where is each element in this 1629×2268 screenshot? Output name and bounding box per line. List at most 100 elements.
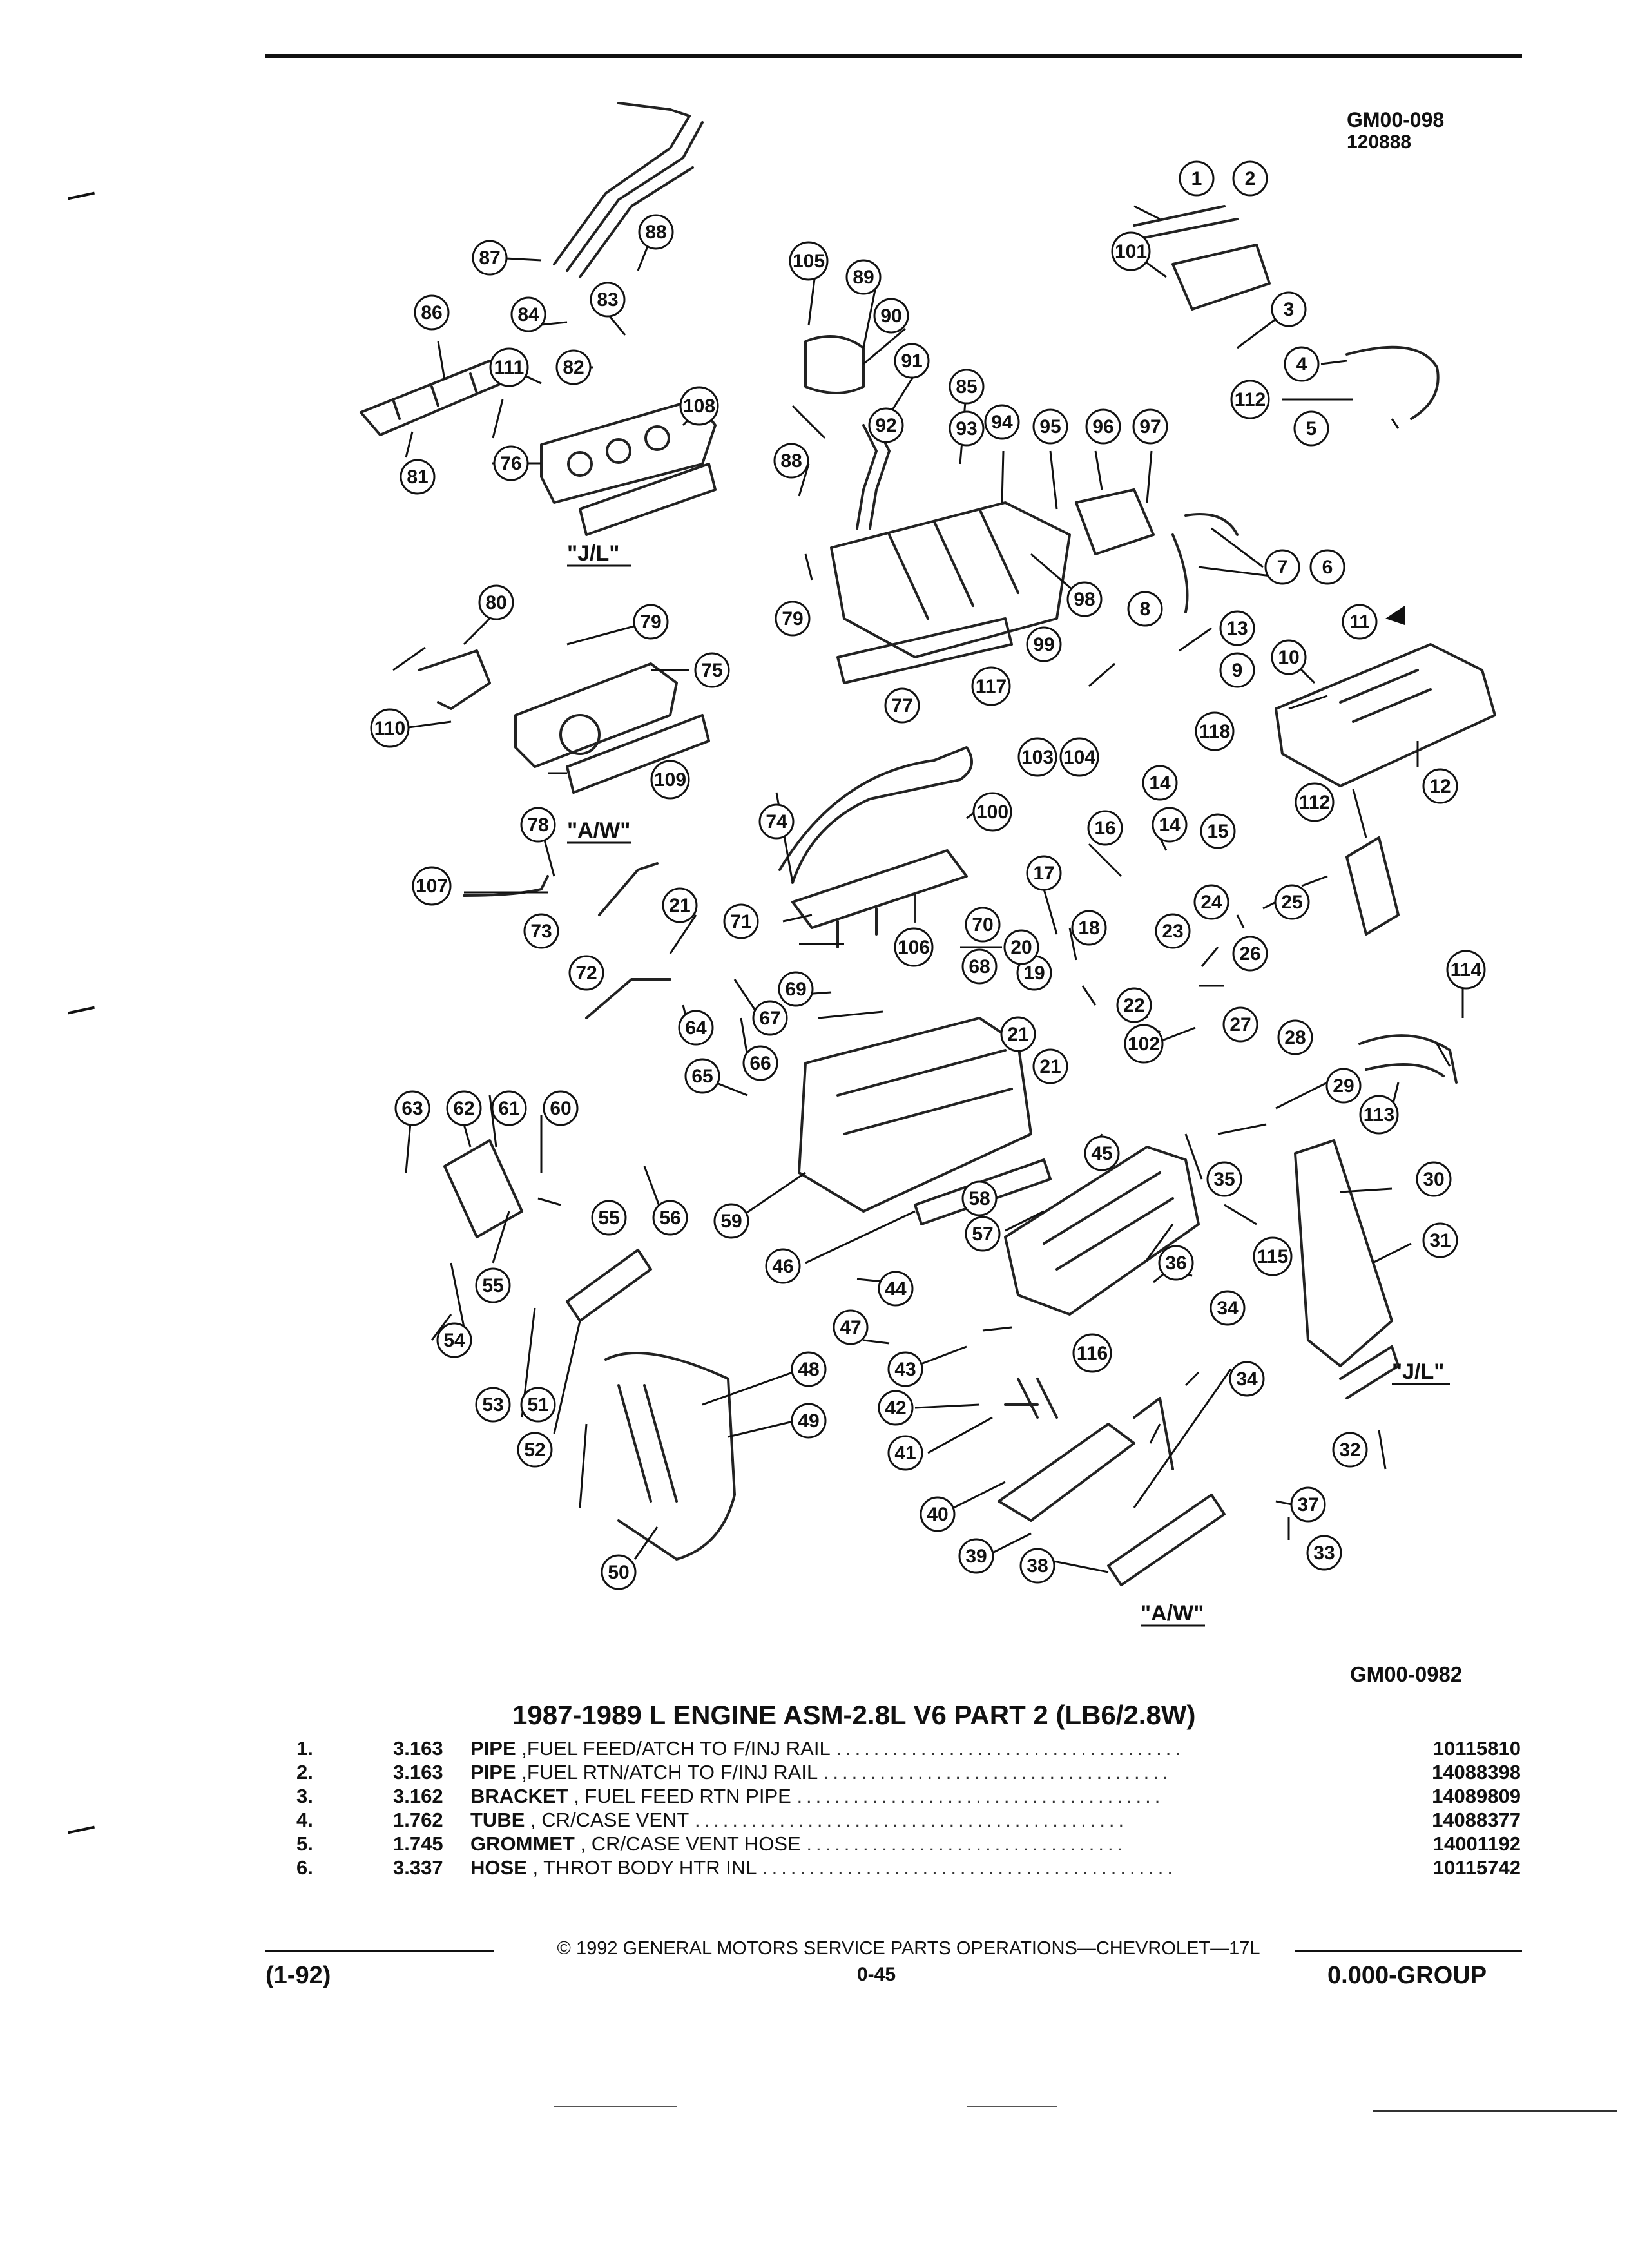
- revision-date: (1-92): [265, 1962, 331, 1989]
- parts-list: 1. 3.163 PIPE ,FUEL FEED/ATCH TO F/INJ R…: [296, 1736, 1521, 1879]
- callout-label: 34: [1217, 1298, 1239, 1319]
- callout-circle: [920, 1496, 956, 1532]
- row-description: , CR/CASE VENT HOSE: [580, 1832, 801, 1855]
- callout-circle: [713, 1203, 749, 1239]
- callout-label: 109: [654, 769, 686, 791]
- row-code: 1.762: [393, 1808, 443, 1831]
- callout-label: 49: [798, 1410, 819, 1432]
- callout-circle: [678, 1010, 714, 1046]
- callout-label: 41: [894, 1443, 916, 1464]
- callout-label: 77: [891, 695, 912, 716]
- callout-label: 38: [1027, 1555, 1048, 1577]
- callout-label: 54: [443, 1330, 465, 1351]
- callout-circle: [591, 1200, 627, 1236]
- callout-circle: [475, 1267, 511, 1303]
- callout-label: 48: [798, 1359, 819, 1380]
- callout-circle: [949, 369, 985, 405]
- callout-label: 88: [645, 222, 666, 243]
- callout-circle: [1132, 408, 1168, 445]
- callout-label: 46: [772, 1256, 793, 1277]
- row-description: , CR/CASE VENT: [530, 1808, 689, 1831]
- callout-label: 68: [969, 956, 990, 977]
- valve-cover-drawing: [1275, 643, 1496, 787]
- plenum-drawing: [830, 501, 1071, 658]
- callout-circle: [758, 803, 795, 840]
- callout-circle: [472, 240, 508, 276]
- callout-label: 52: [524, 1439, 545, 1461]
- callout-circle: [684, 1058, 720, 1094]
- callout-circle: [1446, 950, 1486, 990]
- table-row: 3. 3.162 BRACKET , FUEL FEED RTN PIPE ..…: [296, 1784, 1521, 1808]
- callout-label: 36: [1165, 1253, 1186, 1274]
- callout-circle: [1284, 346, 1320, 382]
- callout-label: 16: [1094, 818, 1115, 839]
- callout-circle: [1155, 913, 1191, 949]
- row-name: HOSE: [470, 1856, 527, 1879]
- callout-circle: [1271, 639, 1307, 675]
- intake-manifold-drawing: [798, 1017, 1032, 1213]
- callout-circle: [894, 343, 930, 379]
- callout-circle: [523, 913, 559, 949]
- callout-circle: [1142, 765, 1178, 801]
- row-name: PIPE: [470, 1736, 516, 1760]
- callout-circle: [961, 1180, 998, 1216]
- callout-label: 85: [956, 376, 977, 398]
- callout-label: 19: [1023, 963, 1045, 984]
- callout-circle: [370, 708, 410, 748]
- table-row: 5. 1.745 GROMMET , CR/CASE VENT HOSE ...…: [296, 1832, 1521, 1856]
- callout-label: 6: [1322, 557, 1333, 578]
- row-code: 1.745: [393, 1832, 443, 1855]
- callout-circle: [520, 1387, 556, 1423]
- callout-circle: [1124, 1024, 1164, 1064]
- spark-plug-wires-drawing: [604, 1352, 736, 1561]
- callout-label: 23: [1162, 921, 1183, 942]
- callout-circle: [789, 241, 829, 281]
- callout-circle: [1193, 884, 1229, 920]
- row-number: 1.: [296, 1736, 313, 1760]
- callout-label: 14: [1149, 773, 1171, 794]
- row-code: 3.162: [393, 1784, 443, 1807]
- callout-label: 70: [972, 914, 993, 936]
- callout-label: 97: [1139, 416, 1161, 437]
- callout-label: 28: [1284, 1027, 1306, 1048]
- callout-circle: [478, 584, 514, 620]
- row-number: 5.: [296, 1832, 313, 1855]
- callout-label: 92: [875, 415, 896, 436]
- callout-label: 47: [840, 1317, 861, 1338]
- leader-dots: ........................................…: [694, 1808, 1128, 1831]
- callout-label: 4: [1296, 354, 1307, 375]
- footer-rule-left: [265, 1950, 494, 1952]
- callout-circle: [1000, 1016, 1036, 1052]
- callout-circle: [971, 666, 1011, 706]
- callout-label: 81: [407, 466, 428, 488]
- table-row: 2. 3.163 PIPE ,FUEL RTN/ATCH TO F/INJ RA…: [296, 1760, 1521, 1784]
- callout-label: 43: [894, 1359, 916, 1380]
- callout-circle: [765, 1248, 801, 1284]
- callout-label: 79: [640, 611, 661, 633]
- callout-circle: [1111, 231, 1151, 271]
- injector-harness-drawing: [778, 746, 973, 884]
- figure-id-bottom: GM00-0982: [1350, 1662, 1463, 1686]
- callout-label: 9: [1232, 660, 1243, 681]
- callout-label: 51: [527, 1394, 548, 1416]
- leader-dots: .....................................: [836, 1736, 1185, 1760]
- callout-circle: [590, 282, 626, 318]
- row-code: 3.337: [393, 1856, 443, 1879]
- row-part-number: 14088377: [1432, 1808, 1521, 1831]
- callout-circle: [412, 866, 452, 906]
- callout-label: 3: [1284, 299, 1295, 320]
- callout-circle: [1293, 410, 1329, 447]
- callout-label: 30: [1423, 1169, 1444, 1190]
- callout-label: 2: [1245, 168, 1256, 189]
- callout-circle: [633, 604, 669, 640]
- callout-circle: [555, 349, 592, 385]
- callout-label: 60: [550, 1098, 571, 1119]
- callout-label: 62: [453, 1098, 474, 1119]
- leader-dots: ..................................: [806, 1832, 1127, 1855]
- callout-circle: [1253, 1236, 1293, 1276]
- row-description: ,FUEL FEED/ATCH TO F/INJ RAIL: [521, 1736, 831, 1760]
- callout-circle: [1206, 1161, 1242, 1197]
- callout-label: 90: [880, 305, 901, 327]
- callout-label: 5: [1306, 418, 1317, 439]
- callout-circle: [1179, 160, 1215, 197]
